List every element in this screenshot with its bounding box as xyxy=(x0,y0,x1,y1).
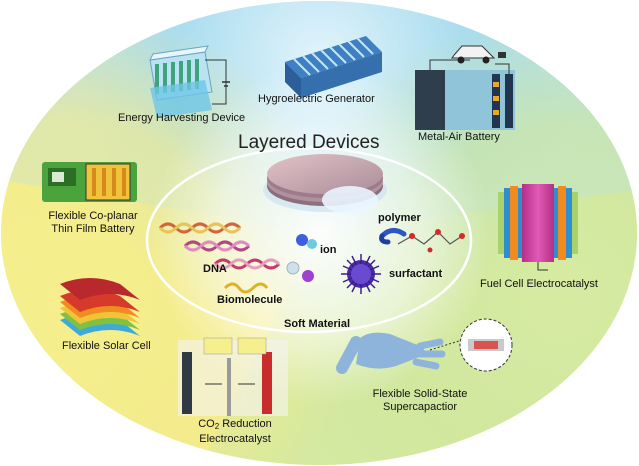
hygroelectric-label: Hygroelectric Generator xyxy=(258,93,375,105)
co2-line-1: CO2 Reduction xyxy=(180,418,290,433)
co2-prefix: CO xyxy=(198,418,215,430)
energy-harvesting-label: Energy Harvesting Device xyxy=(118,112,246,124)
ion-label: ion xyxy=(320,244,337,256)
co2-subscript: 2 xyxy=(214,422,220,431)
micelle-icon xyxy=(341,254,381,294)
solar-cell-label: Flexible Solar Cell xyxy=(62,340,151,352)
page-title: Layered Devices xyxy=(238,132,380,153)
fuel-cell-label: Fuel Cell Electrocatalyst xyxy=(480,278,598,290)
nanogenerator-icon xyxy=(149,45,230,118)
metal-air-battery-label: Metal-Air Battery xyxy=(418,131,500,143)
metal-air-battery-icon xyxy=(415,59,515,130)
co2-line-2: Electrocatalyst xyxy=(199,433,271,445)
coplanar-battery-label: Flexible Co-planar Thin Film Battery xyxy=(28,210,158,236)
surfactant-label: surfactant xyxy=(389,268,443,280)
supercapacitor-label: Flexible Solid-State Supercapactior xyxy=(360,388,480,414)
soft-material-label: Soft Material xyxy=(284,318,351,330)
supercap-line-1: Flexible Solid-State xyxy=(372,388,468,400)
dna-label: DNA xyxy=(203,263,227,275)
biomolecule-label: Biomolecule xyxy=(217,294,283,306)
coplanar-line-2: Thin Film Battery xyxy=(51,223,135,235)
co2-suffix: Reduction xyxy=(219,418,272,430)
wafer-disc-icon xyxy=(263,154,387,214)
polymer-label: polymer xyxy=(378,212,421,224)
supercap-line-2: Supercapactior xyxy=(383,401,457,413)
battery-chip-icon xyxy=(42,162,137,202)
dna-helix-icon xyxy=(158,222,281,270)
electrolyzer-icon xyxy=(178,337,288,416)
solar-layers-icon xyxy=(60,278,140,336)
soft-material-ellipse xyxy=(145,146,473,334)
glove-icon xyxy=(336,332,446,374)
coplanar-line-1: Flexible Co-planar xyxy=(48,210,138,222)
magnifier-icon xyxy=(429,318,513,372)
polymer-chain-icon xyxy=(379,228,465,253)
co2-reduction-label: CO2 Reduction Electrocatalyst xyxy=(180,418,290,446)
layered-stack-icon xyxy=(285,36,382,98)
biomolecule-icon xyxy=(223,282,269,294)
fuel-cell-stack-icon xyxy=(498,184,578,271)
ion-spheres-icon xyxy=(286,234,317,282)
electric-car-icon xyxy=(451,45,506,64)
